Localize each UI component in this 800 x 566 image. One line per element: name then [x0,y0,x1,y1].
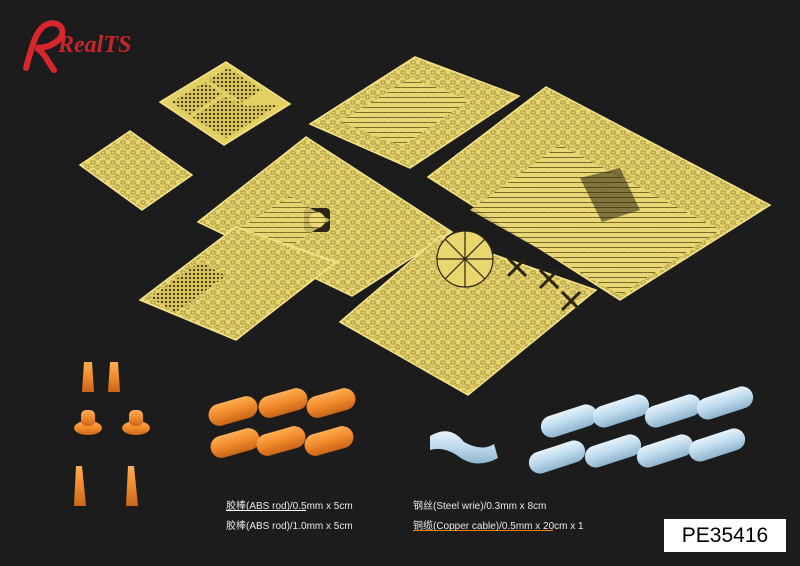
legend-abs-rod-05: 胶棒(ABS rod)/0.5mm x 5cm [226,501,353,512]
brass-fret-top-center [308,56,521,169]
resin-curved-blue [430,431,498,464]
product-code-badge: PE35416 [664,519,786,552]
brass-fret-small-left [78,130,194,211]
brass-fret-lower-left [138,226,338,341]
resin-cylinders-blue [528,386,754,474]
legend-underline-white [226,510,306,511]
brass-fret-small-top [158,61,292,146]
resin-parts-orange-small [74,362,150,506]
legend-abs-rod-10: 胶棒(ABS rod)/1.0mm x 5cm [226,521,353,532]
resin-cylinders-orange [208,388,356,458]
brand-logo-text: RealTS [57,32,131,58]
brass-fret-large-right [426,86,772,301]
contents-legend: 胶棒(ABS rod)/0.5mm x 5cm 胶棒(ABS rod)/1.0m… [226,497,646,547]
legend-underline-orange [413,530,553,531]
brass-fret-lower-center [338,230,598,396]
brand-logo: RealTS [23,20,131,73]
legend-steel-wire: 钢丝(Steel wrie)/0.3mm x 8cm [413,501,547,512]
legend-copper-cable: 铜缆(Copper cable)/0.5mm x 20cm x 1 [413,521,584,532]
